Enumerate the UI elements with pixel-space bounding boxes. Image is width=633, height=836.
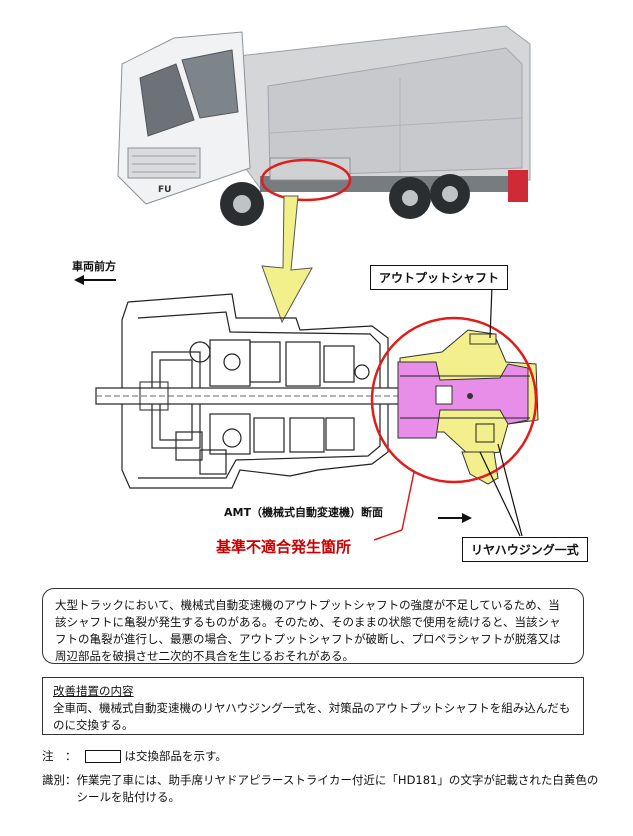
identification-label: 識別： — [42, 773, 77, 787]
truck-highlight-ellipse — [260, 158, 352, 202]
transmission-section-diagram — [74, 195, 539, 541]
identification-text: 作業完了車には、助手席リヤドアピラーストライカー付近に「HD181」の文字が記載… — [76, 773, 599, 804]
note-line: 注 ： は交換部品を示す。 — [42, 748, 227, 765]
output-shaft-highlight — [397, 361, 529, 439]
truck-illustration: FU — [117, 25, 531, 226]
pointer-arrow — [261, 195, 313, 324]
section-caption: AMT（機械式自動変速機）断面 — [224, 506, 383, 519]
identification-line: 識別： 作業完了車には、助手席リヤドアピラーストライカー付近に「HD181」の文… — [42, 772, 602, 806]
output-shaft-label: アウトプットシャフト — [370, 265, 509, 290]
improvement-box: 改善措置の内容 全車両、機械式自動変速機のリヤハウジング一式を、対策品のアウトプ… — [42, 677, 584, 735]
truck-badge: FU — [158, 185, 171, 195]
defect-location-label: 基準不適合発生箇所 — [216, 538, 352, 556]
improvement-text: 全車両、機械式自動変速機のリヤハウジング一式を、対策品のアウトプットシャフトを組… — [53, 701, 571, 732]
front-direction-label: 車両前方 — [72, 260, 116, 273]
note-label: 注 ： — [42, 749, 77, 763]
improvement-title: 改善措置の内容 — [53, 684, 134, 698]
defect-circle — [370, 316, 538, 484]
rear-housing-label: リヤハウジング一式 — [462, 537, 588, 562]
problem-description: 大型トラックにおいて、機械式自動変速機のアウトプットシャフトの強度が不足している… — [42, 588, 584, 664]
replacement-part-legend-box — [84, 750, 121, 763]
note-text: は交換部品を示す。 — [124, 749, 227, 763]
